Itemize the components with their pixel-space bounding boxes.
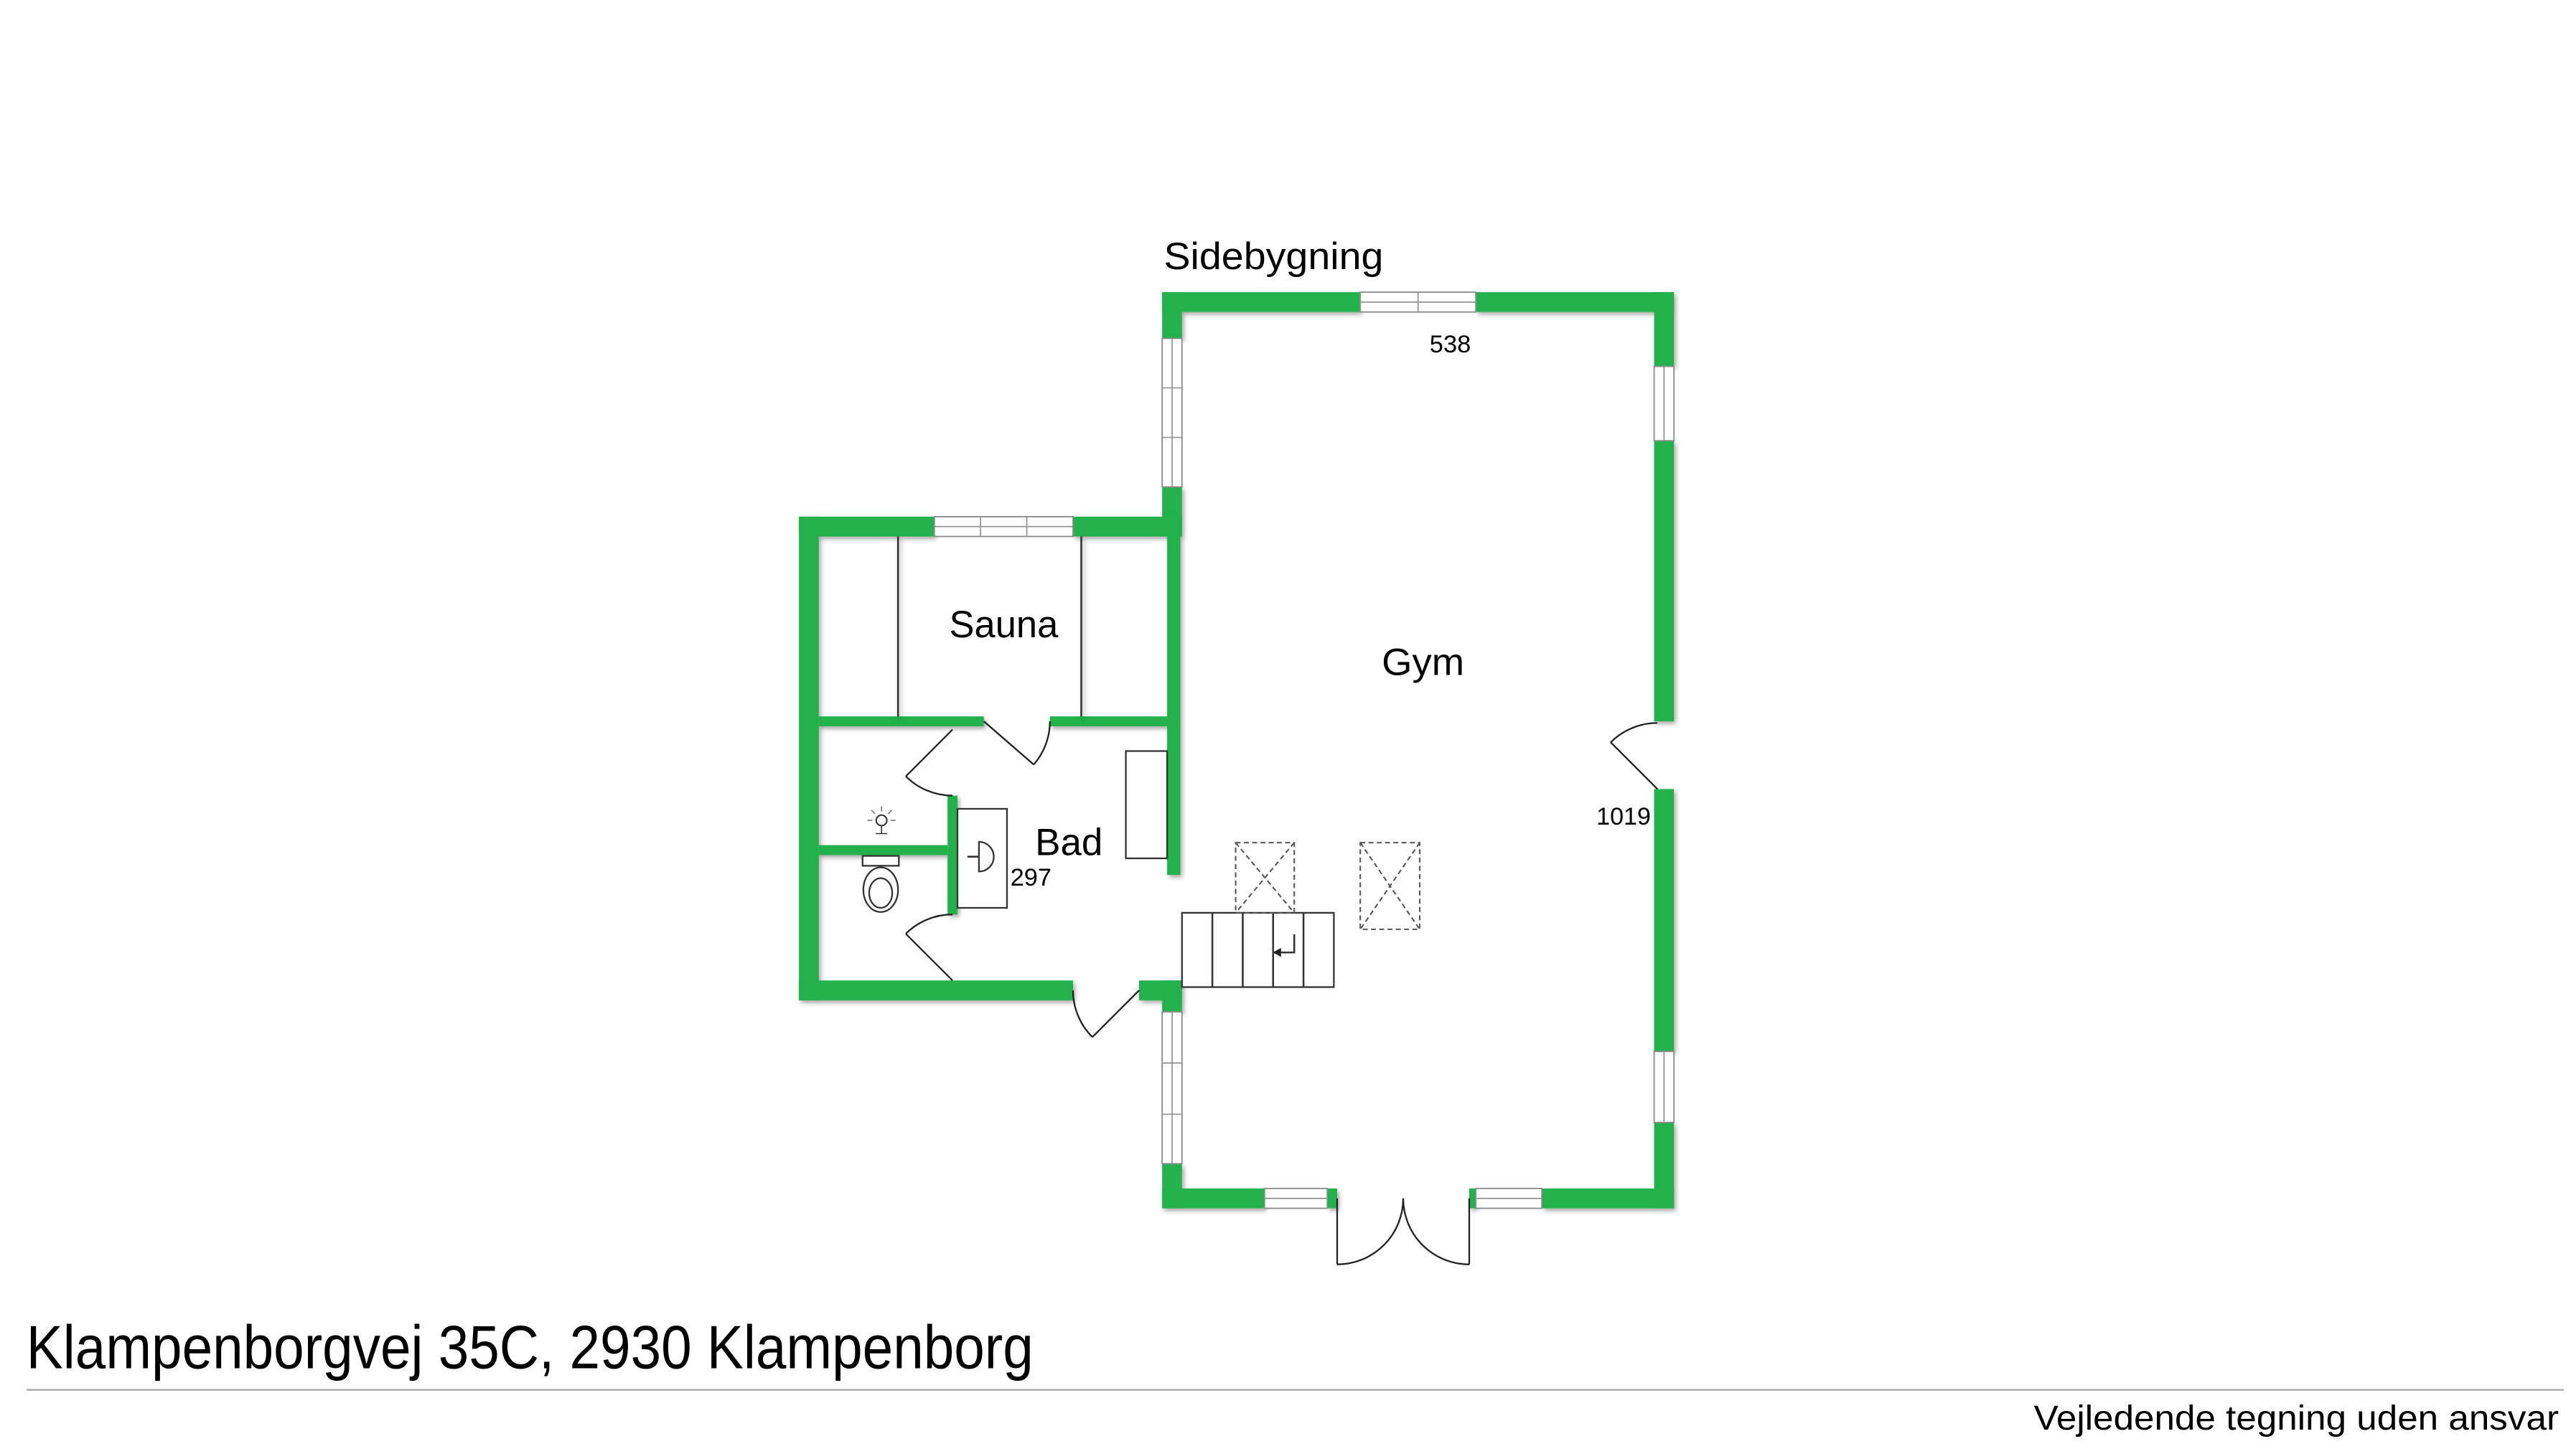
gym-wall-right-upper: [1654, 441, 1675, 722]
gym-wall-bottom-left: [1162, 1188, 1265, 1209]
gym-wall-bottom-jamb-right: [1469, 1188, 1476, 1209]
walls: [799, 292, 1675, 1209]
door-leaf: [1092, 990, 1140, 1038]
door-swing-arc: [1610, 722, 1658, 744]
skylight-outline: [1359, 842, 1421, 930]
address-title: Klampenborgvej 35C, 2930 Klampenborg: [27, 1314, 1034, 1382]
door-leaf: [905, 728, 953, 777]
door-leaf: [983, 721, 1035, 766]
door-upper-left-room: [905, 728, 953, 797]
door-swing-arc: [1072, 990, 1093, 1038]
window-sauna-top: [933, 515, 1074, 538]
wc-partition-horizontal: [818, 845, 948, 855]
door-leaf: [1610, 741, 1659, 790]
door-swing-arc-left: [1336, 1198, 1405, 1265]
toilet-icon: [861, 855, 900, 913]
gym-wall-right-top: [1654, 292, 1675, 367]
gym-wall-top-left: [1162, 292, 1361, 312]
dimension-gym-top: 538: [1430, 331, 1471, 358]
door-swing-arc: [905, 775, 953, 797]
sink-icon: [956, 807, 1008, 909]
door-swing-arc-right: [1402, 1198, 1470, 1265]
gym-bad-partition-wall: [1167, 536, 1181, 876]
stairs-outline: [1181, 911, 1335, 988]
door-swing-arc: [905, 914, 953, 934]
disclaimer: Vejledende tegning uden ansvar: [2034, 1399, 2559, 1438]
door-swing-arc: [1033, 721, 1051, 766]
arrow-left-icon: [1273, 934, 1296, 957]
door-leaf: [905, 933, 953, 982]
double-door-gym-entrance: [1336, 1198, 1471, 1265]
annex-wall-bottom-left: [799, 980, 1073, 1000]
gym-wall-bottom-jamb-left: [1327, 1188, 1337, 1209]
room-label-sauna: Sauna: [949, 604, 1058, 646]
gym-wall-bottom-right: [1542, 1188, 1675, 1209]
annex-wall-top-left: [799, 516, 935, 537]
gym-wall-top-right: [1476, 292, 1675, 312]
dimension-bad: 297: [1011, 864, 1052, 891]
door-wc: [905, 914, 953, 982]
window-gym-top: [1359, 291, 1477, 313]
annex-wall-bottom-right: [1138, 980, 1182, 1000]
skylight-outline: [1235, 842, 1296, 914]
window-gym-bottom-right: [1475, 1188, 1543, 1209]
stairs: [1181, 911, 1335, 988]
window-gym-left-lower: [1161, 1010, 1183, 1165]
lamp-icon: [867, 806, 896, 835]
skylight-left: [1235, 842, 1296, 914]
skylight-diagonal: [1235, 842, 1295, 914]
sauna-partition-right: [1049, 716, 1172, 727]
dimension-gym-right: 1019: [1596, 803, 1651, 830]
skylight-diagonal: [1359, 842, 1420, 930]
door-sauna: [983, 721, 1051, 766]
gym-wall-left-top: [1162, 292, 1182, 339]
sauna-benches: [896, 536, 1082, 717]
bad-partition-vertical: [947, 795, 957, 915]
skylight-right: [1359, 842, 1421, 930]
door-gym-side: [1610, 722, 1659, 790]
gym-wall-right-lower: [1654, 789, 1675, 1052]
door-annex-entrance: [1072, 990, 1140, 1038]
annex-wall-left: [799, 516, 819, 1000]
room-label-bad: Bad: [1035, 821, 1102, 863]
window-gym-bottom-left: [1263, 1188, 1329, 1209]
window-gym-left-upper: [1161, 337, 1183, 488]
room-label-gym: Gym: [1382, 642, 1464, 684]
window-gym-right-upper: [1653, 365, 1675, 442]
annex-wall-top-right: [1072, 516, 1182, 537]
window-gym-right-lower: [1653, 1051, 1675, 1123]
building-label: Sidebygning: [1163, 235, 1383, 278]
bathroom-cabinet: [1125, 750, 1168, 860]
sauna-partition-left: [818, 716, 984, 727]
